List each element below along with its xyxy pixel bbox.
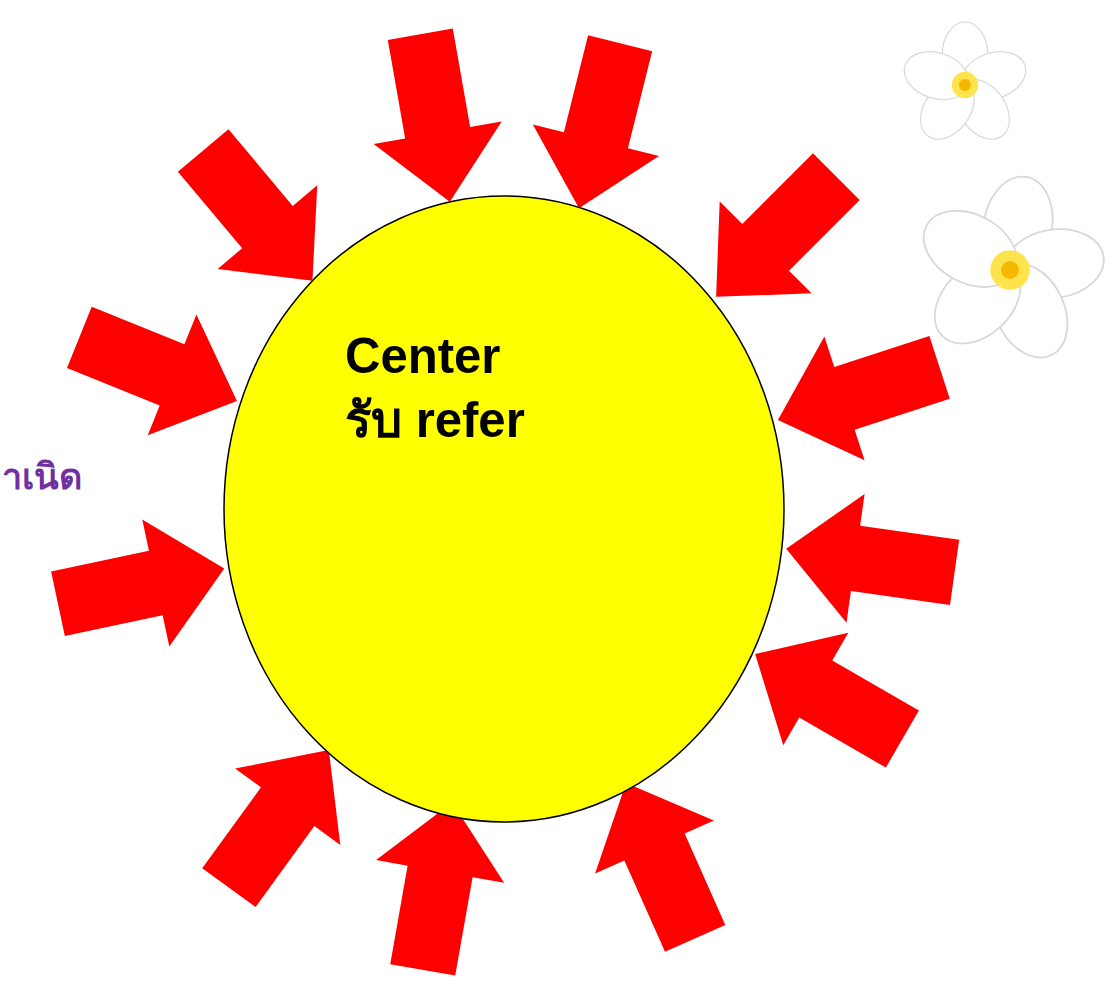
node-title: Center: [345, 325, 785, 389]
frangipani-flower: [911, 171, 1109, 370]
block-arrow: [55, 277, 261, 461]
circle-outline: [223, 195, 785, 823]
node-subtitle: รับ refer: [345, 389, 785, 453]
block-arrow: [777, 484, 963, 636]
block-arrow: [758, 306, 960, 482]
center-circle: Centerรับ refer: [223, 195, 785, 823]
block-arrow: [516, 28, 683, 224]
red-arrows: [44, 23, 963, 981]
block-arrow: [44, 505, 237, 668]
block-arrow: [356, 23, 514, 213]
frangipani-flower: [898, 22, 1032, 149]
side-label: าเนิด: [2, 448, 82, 505]
